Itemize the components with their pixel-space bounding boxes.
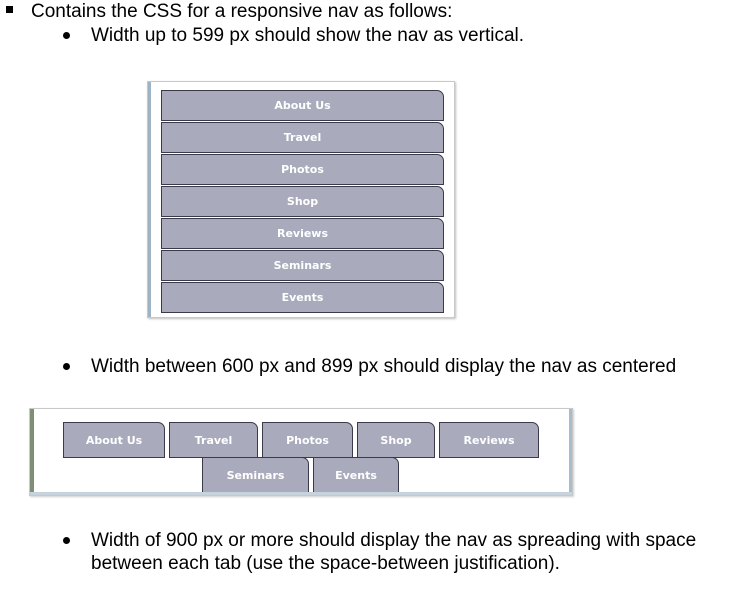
- centered-nav-screenshot: About Us Travel Photos Shop Reviews Semi…: [29, 408, 573, 496]
- bullet-dot-icon: [63, 32, 70, 39]
- spread-nav-text-line2: between each tab (use the space-between …: [91, 553, 560, 574]
- nav-tab-shop[interactable]: Shop: [161, 186, 444, 217]
- spread-nav-text-line1: Width of 900 px or more should display t…: [91, 530, 697, 551]
- bullet-dot-icon: [63, 363, 70, 370]
- centered-nav-text: Width between 600 px and 899 px should d…: [91, 356, 677, 377]
- intro-text: Contains the CSS for a responsive nav as…: [31, 1, 453, 22]
- nav-tab-events[interactable]: Events: [161, 282, 444, 313]
- nav-tab-photos[interactable]: Photos: [262, 422, 353, 458]
- bullet-dot-icon: [63, 537, 70, 544]
- screenshot-edge: [569, 409, 572, 495]
- nav-tab-reviews[interactable]: Reviews: [439, 422, 539, 458]
- screenshot-edge: [30, 409, 34, 495]
- screenshot-edge: [148, 82, 151, 317]
- nav-tab-shop[interactable]: Shop: [357, 422, 435, 458]
- screenshot-edge: [30, 492, 572, 495]
- nav-tab-events[interactable]: Events: [313, 457, 399, 493]
- nav-tab-about-us[interactable]: About Us: [63, 422, 165, 458]
- nav-tab-seminars[interactable]: Seminars: [161, 250, 444, 281]
- nav-tab-travel[interactable]: Travel: [161, 122, 444, 153]
- nav-tab-seminars[interactable]: Seminars: [202, 457, 309, 493]
- nav-tab-about-us[interactable]: About Us: [161, 90, 444, 121]
- square-bullet-icon: [6, 6, 13, 13]
- nav-tab-reviews[interactable]: Reviews: [161, 218, 444, 249]
- vertical-nav-screenshot: About Us Travel Photos Shop Reviews Semi…: [147, 81, 455, 318]
- nav-tab-travel[interactable]: Travel: [169, 422, 258, 458]
- nav-tab-photos[interactable]: Photos: [161, 154, 444, 185]
- vertical-nav-text: Width up to 599 px should show the nav a…: [91, 25, 525, 46]
